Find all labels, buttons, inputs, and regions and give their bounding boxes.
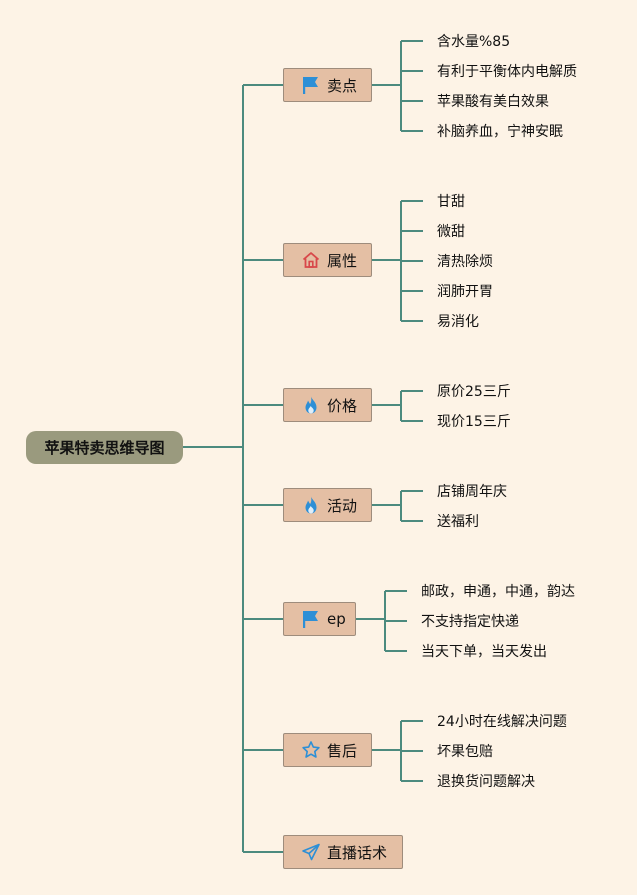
leaf-node[interactable]: 有利于平衡体内电解质 bbox=[437, 64, 577, 80]
branch-node[interactable]: 价格 bbox=[283, 388, 372, 422]
leaf-node[interactable]: 退换货问题解决 bbox=[437, 774, 535, 790]
fire-icon bbox=[301, 495, 321, 515]
branch-node[interactable]: 售后 bbox=[283, 733, 372, 767]
leaf-node[interactable]: 微甜 bbox=[437, 224, 465, 240]
branch-node[interactable]: 卖点 bbox=[283, 68, 372, 102]
leaf-node[interactable]: 24小时在线解决问题 bbox=[437, 714, 567, 730]
branch-node[interactable]: 直播话术 bbox=[283, 835, 403, 869]
branch-label: 卖点 bbox=[327, 76, 358, 95]
fire-icon bbox=[301, 395, 321, 415]
flag-icon bbox=[301, 609, 321, 629]
leaf-node[interactable]: 润肺开胃 bbox=[437, 284, 493, 300]
leaf-node[interactable]: 当天下单，当天发出 bbox=[421, 644, 547, 660]
leaf-node[interactable]: 甘甜 bbox=[437, 194, 465, 210]
branch-node[interactable]: ep bbox=[283, 602, 356, 636]
leaf-node[interactable]: 清热除烦 bbox=[437, 254, 493, 270]
house-icon bbox=[301, 250, 321, 270]
branch-node[interactable]: 属性 bbox=[283, 243, 372, 277]
branch-label: 属性 bbox=[327, 251, 358, 270]
branch-node[interactable]: 活动 bbox=[283, 488, 372, 522]
leaf-node[interactable]: 含水量%85 bbox=[437, 34, 511, 50]
branch-label: 价格 bbox=[327, 396, 358, 415]
leaf-node[interactable]: 易消化 bbox=[437, 314, 479, 330]
leaf-node[interactable]: 不支持指定快递 bbox=[421, 614, 519, 630]
branch-label: 直播话术 bbox=[327, 843, 388, 862]
leaf-node[interactable]: 补脑养血，宁神安眠 bbox=[437, 124, 563, 140]
flag-icon bbox=[301, 75, 321, 95]
leaf-node[interactable]: 坏果包赔 bbox=[437, 744, 493, 760]
branch-label: ep bbox=[327, 610, 346, 628]
root-label: 苹果特卖思维导图 bbox=[44, 439, 165, 457]
root-node[interactable]: 苹果特卖思维导图 bbox=[26, 431, 183, 464]
leaf-node[interactable]: 送福利 bbox=[437, 514, 479, 530]
leaf-node[interactable]: 原价25三斤 bbox=[437, 384, 511, 400]
send-icon bbox=[301, 842, 321, 862]
leaf-node[interactable]: 店铺周年庆 bbox=[437, 484, 507, 500]
branch-label: 售后 bbox=[327, 741, 358, 760]
leaf-node[interactable]: 邮政，申通，中通，韵达 bbox=[421, 584, 575, 600]
branch-label: 活动 bbox=[327, 496, 358, 515]
star-icon bbox=[301, 740, 321, 760]
leaf-node[interactable]: 苹果酸有美白效果 bbox=[437, 94, 549, 110]
leaf-node[interactable]: 现价15三斤 bbox=[437, 414, 511, 430]
